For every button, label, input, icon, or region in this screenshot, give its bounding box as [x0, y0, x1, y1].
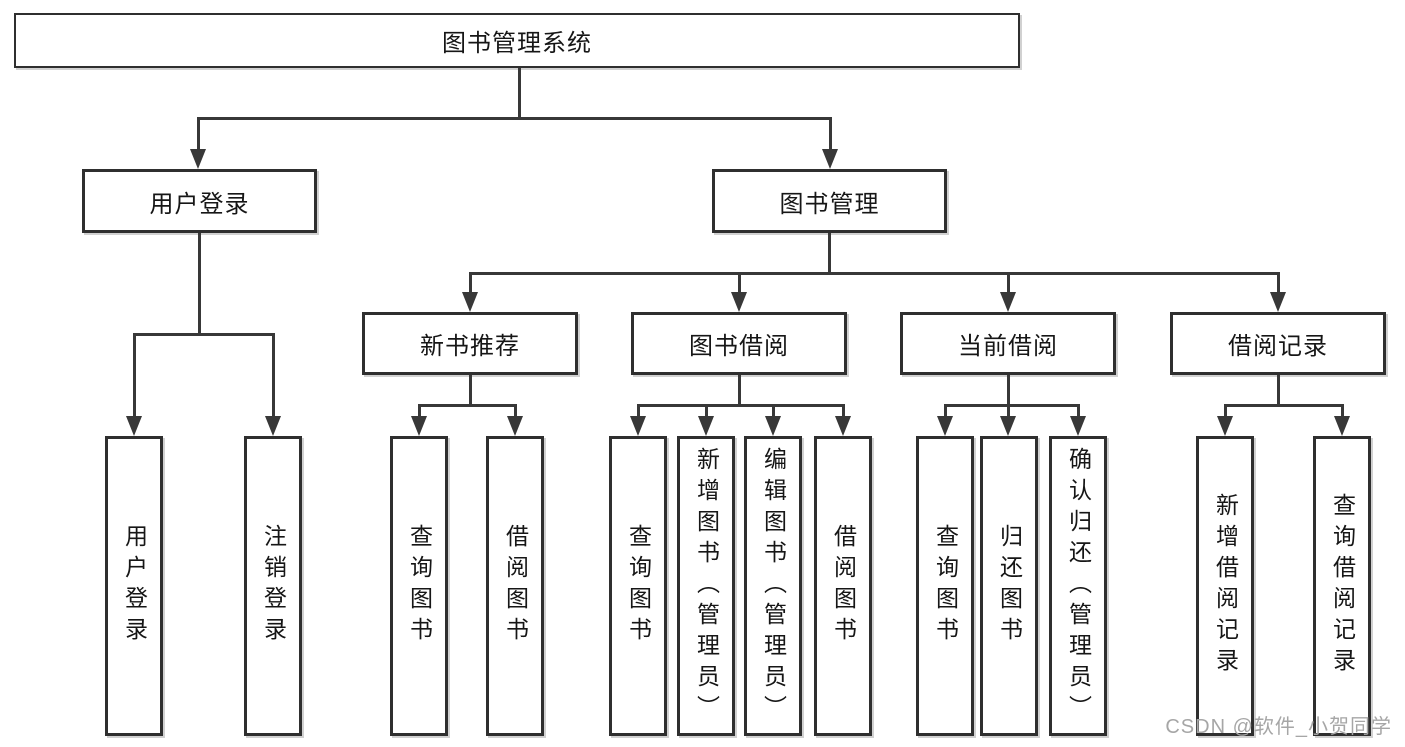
connector-hline: [418, 404, 517, 407]
connector-vline: [1077, 404, 1080, 418]
connector-vline: [133, 333, 136, 418]
connector-vline: [637, 404, 640, 418]
leaf-borrow-query-books: 查询图书: [609, 436, 667, 736]
connector-vline: [197, 117, 200, 152]
leaf-records-add-borrow-record-label: 新增借阅记录: [1212, 493, 1239, 679]
connector-hline: [133, 333, 275, 336]
connector-vline: [514, 404, 517, 418]
leaf-borrow-borrow-books-label: 借阅图书: [830, 524, 857, 648]
watermark: CSDN @软件_小贺同学: [1165, 716, 1392, 738]
arrowhead-down-icon: [1070, 416, 1086, 436]
connector-vline: [1007, 375, 1010, 407]
connector-vline: [1277, 375, 1280, 407]
leaf-borrow-add-books-admin: 新增图书（管理员）: [677, 436, 735, 736]
leaf-current-confirm-return-admin: 确认归还（管理员）: [1049, 436, 1107, 736]
leaf-recommend-query-books-label: 查询图书: [406, 524, 433, 648]
connector-vline: [469, 375, 472, 407]
connector-vline: [738, 375, 741, 407]
leaf-current-return-books-label: 归还图书: [996, 524, 1023, 648]
arrowhead-down-icon: [1000, 292, 1016, 312]
arrowhead-down-icon: [1217, 416, 1233, 436]
connector-vline: [1007, 404, 1010, 418]
connector-vline: [738, 272, 741, 294]
node-new-book-recommendation: 新书推荐: [362, 312, 578, 375]
arrowhead-down-icon: [937, 416, 953, 436]
leaf-borrow-query-books-label: 查询图书: [625, 524, 652, 648]
node-borrowing-records-label: 借阅记录: [1228, 333, 1328, 360]
arrowhead-down-icon: [462, 292, 478, 312]
leaf-user-login-label: 用户登录: [121, 524, 148, 648]
connector-vline: [1007, 272, 1010, 294]
node-borrowing-records: 借阅记录: [1170, 312, 1386, 375]
arrowhead-down-icon: [265, 416, 281, 436]
leaf-borrow-add-books-admin-label: 新增图书（管理员）: [693, 446, 720, 726]
leaf-records-query-borrow-record: 查询借阅记录: [1313, 436, 1371, 736]
arrowhead-down-icon: [1334, 416, 1350, 436]
arrowhead-down-icon: [630, 416, 646, 436]
connector-vline: [469, 272, 472, 294]
leaf-borrow-edit-books-admin-label: 编辑图书（管理员）: [760, 446, 787, 726]
leaf-records-query-borrow-record-label: 查询借阅记录: [1329, 493, 1356, 679]
node-current-borrowing: 当前借阅: [900, 312, 1116, 375]
node-user-login: 用户登录: [82, 169, 317, 233]
leaf-current-confirm-return-admin-label: 确认归还（管理员）: [1065, 446, 1092, 726]
node-book-borrowing-label: 图书借阅: [689, 333, 789, 360]
connector-vline: [1224, 404, 1227, 418]
connector-vline: [944, 404, 947, 418]
connector-vline: [418, 404, 421, 418]
node-book-borrowing: 图书借阅: [631, 312, 847, 375]
connector-vline: [772, 404, 775, 418]
node-new-book-recommendation-label: 新书推荐: [420, 333, 520, 360]
connector-vline: [828, 233, 831, 275]
connector-vline: [1277, 272, 1280, 294]
connector-hline: [469, 272, 1280, 275]
leaf-logout-label: 注销登录: [260, 524, 287, 648]
connector-hline: [1224, 404, 1344, 407]
arrowhead-down-icon: [731, 292, 747, 312]
arrowhead-down-icon: [411, 416, 427, 436]
leaf-recommend-query-books: 查询图书: [390, 436, 448, 736]
leaf-records-add-borrow-record: 新增借阅记录: [1196, 436, 1254, 736]
leaf-logout: 注销登录: [244, 436, 302, 736]
connector-vline: [705, 404, 708, 418]
arrowhead-down-icon: [190, 149, 206, 169]
node-book-management-label: 图书管理: [779, 190, 880, 218]
arrowhead-down-icon: [698, 416, 714, 436]
arrowhead-down-icon: [1270, 292, 1286, 312]
leaf-recommend-borrow-books: 借阅图书: [486, 436, 544, 736]
node-root-system: 图书管理系统: [14, 13, 1020, 68]
leaf-current-return-books: 归还图书: [980, 436, 1038, 736]
node-book-management: 图书管理: [712, 169, 947, 233]
node-current-borrowing-label: 当前借阅: [958, 333, 1058, 360]
arrowhead-down-icon: [822, 149, 838, 169]
connector-vline: [518, 68, 521, 118]
arrowhead-down-icon: [835, 416, 851, 436]
connector-vline: [1341, 404, 1344, 418]
leaf-current-query-books-label: 查询图书: [932, 524, 959, 648]
arrowhead-down-icon: [1000, 416, 1016, 436]
leaf-recommend-borrow-books-label: 借阅图书: [502, 524, 529, 648]
arrowhead-down-icon: [765, 416, 781, 436]
connector-hline: [197, 117, 831, 120]
leaf-user-login: 用户登录: [105, 436, 163, 736]
connector-hline: [637, 404, 845, 407]
connector-vline: [842, 404, 845, 418]
leaf-borrow-edit-books-admin: 编辑图书（管理员）: [744, 436, 802, 736]
connector-hline: [944, 404, 1080, 407]
leaf-borrow-borrow-books: 借阅图书: [814, 436, 872, 736]
arrowhead-down-icon: [126, 416, 142, 436]
arrowhead-down-icon: [507, 416, 523, 436]
node-root-system-label: 图书管理系统: [442, 30, 592, 57]
connector-vline: [198, 233, 201, 334]
connector-vline: [829, 117, 832, 152]
node-user-login-label: 用户登录: [149, 190, 250, 218]
leaf-current-query-books: 查询图书: [916, 436, 974, 736]
connector-vline: [272, 333, 275, 418]
